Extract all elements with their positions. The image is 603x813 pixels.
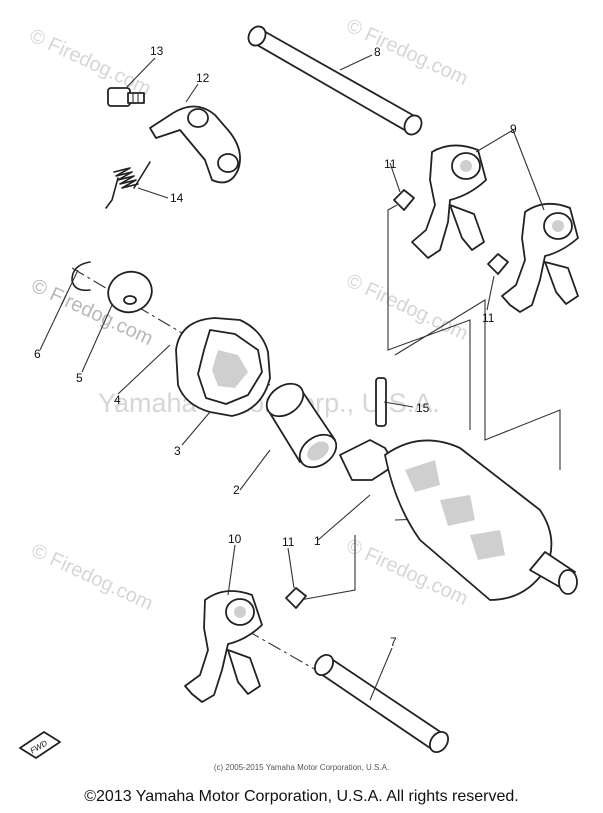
callout-13: 13 xyxy=(150,44,164,58)
guide-pin-lower xyxy=(285,587,307,609)
stopper-lever-12 xyxy=(149,105,241,184)
callout-14: 14 xyxy=(170,191,184,205)
callout-4: 4 xyxy=(114,393,121,407)
screw-13 xyxy=(107,87,145,107)
callout-5: 5 xyxy=(76,371,83,385)
shift-drum-1 xyxy=(339,439,578,601)
callout-9: 9 xyxy=(510,122,517,136)
callout-10: 10 xyxy=(228,532,242,546)
copyright-small: (c) 2005-2015 Yamaha Motor Corporation, … xyxy=(213,763,390,772)
callout-15: 15 xyxy=(416,401,430,415)
watermarks: © Firedog.com © Firedog.com © Firedog.co… xyxy=(26,15,471,615)
shift-cam-3 xyxy=(175,317,271,417)
shift-shaft-upper xyxy=(247,25,423,136)
shift-fork-10 xyxy=(184,590,263,703)
shift-fork-9b xyxy=(501,202,579,313)
copyright-main: ©2013 Yamaha Motor Corporation, U.S.A. A… xyxy=(84,788,519,805)
callout-12: 12 xyxy=(196,71,210,85)
guide-pin-right xyxy=(487,253,509,275)
callout-11-right: 11 xyxy=(482,311,495,325)
callout-2: 2 xyxy=(233,483,240,497)
bearing-2 xyxy=(265,382,338,469)
callout-11-upper: 11 xyxy=(384,157,397,171)
watermark-low-left: © Firedog.com xyxy=(28,540,156,615)
shift-shaft-lower xyxy=(314,653,449,754)
callout-numbers: 13 12 8 9 11 14 11 6 5 4 15 3 2 1 10 11 … xyxy=(34,44,517,649)
watermark-top-left: © Firedog.com xyxy=(26,25,154,100)
watermark-mid-right: © Firedog.com xyxy=(343,270,471,345)
callout-11-lower: 11 xyxy=(282,535,295,549)
spring-14 xyxy=(105,161,151,209)
shift-fork-9a xyxy=(411,144,487,259)
callout-8: 8 xyxy=(374,45,381,59)
washer-5 xyxy=(107,270,153,314)
callout-1: 1 xyxy=(314,534,321,548)
callout-7: 7 xyxy=(390,635,397,649)
fwd-arrow: FWD xyxy=(19,731,61,759)
callout-leaders xyxy=(39,54,545,701)
callout-3: 3 xyxy=(174,444,181,458)
guide-pin-upper xyxy=(393,189,415,211)
watermark-top-right: © Firedog.com xyxy=(343,15,471,90)
circlip-6 xyxy=(71,261,91,292)
callout-6: 6 xyxy=(34,347,41,361)
